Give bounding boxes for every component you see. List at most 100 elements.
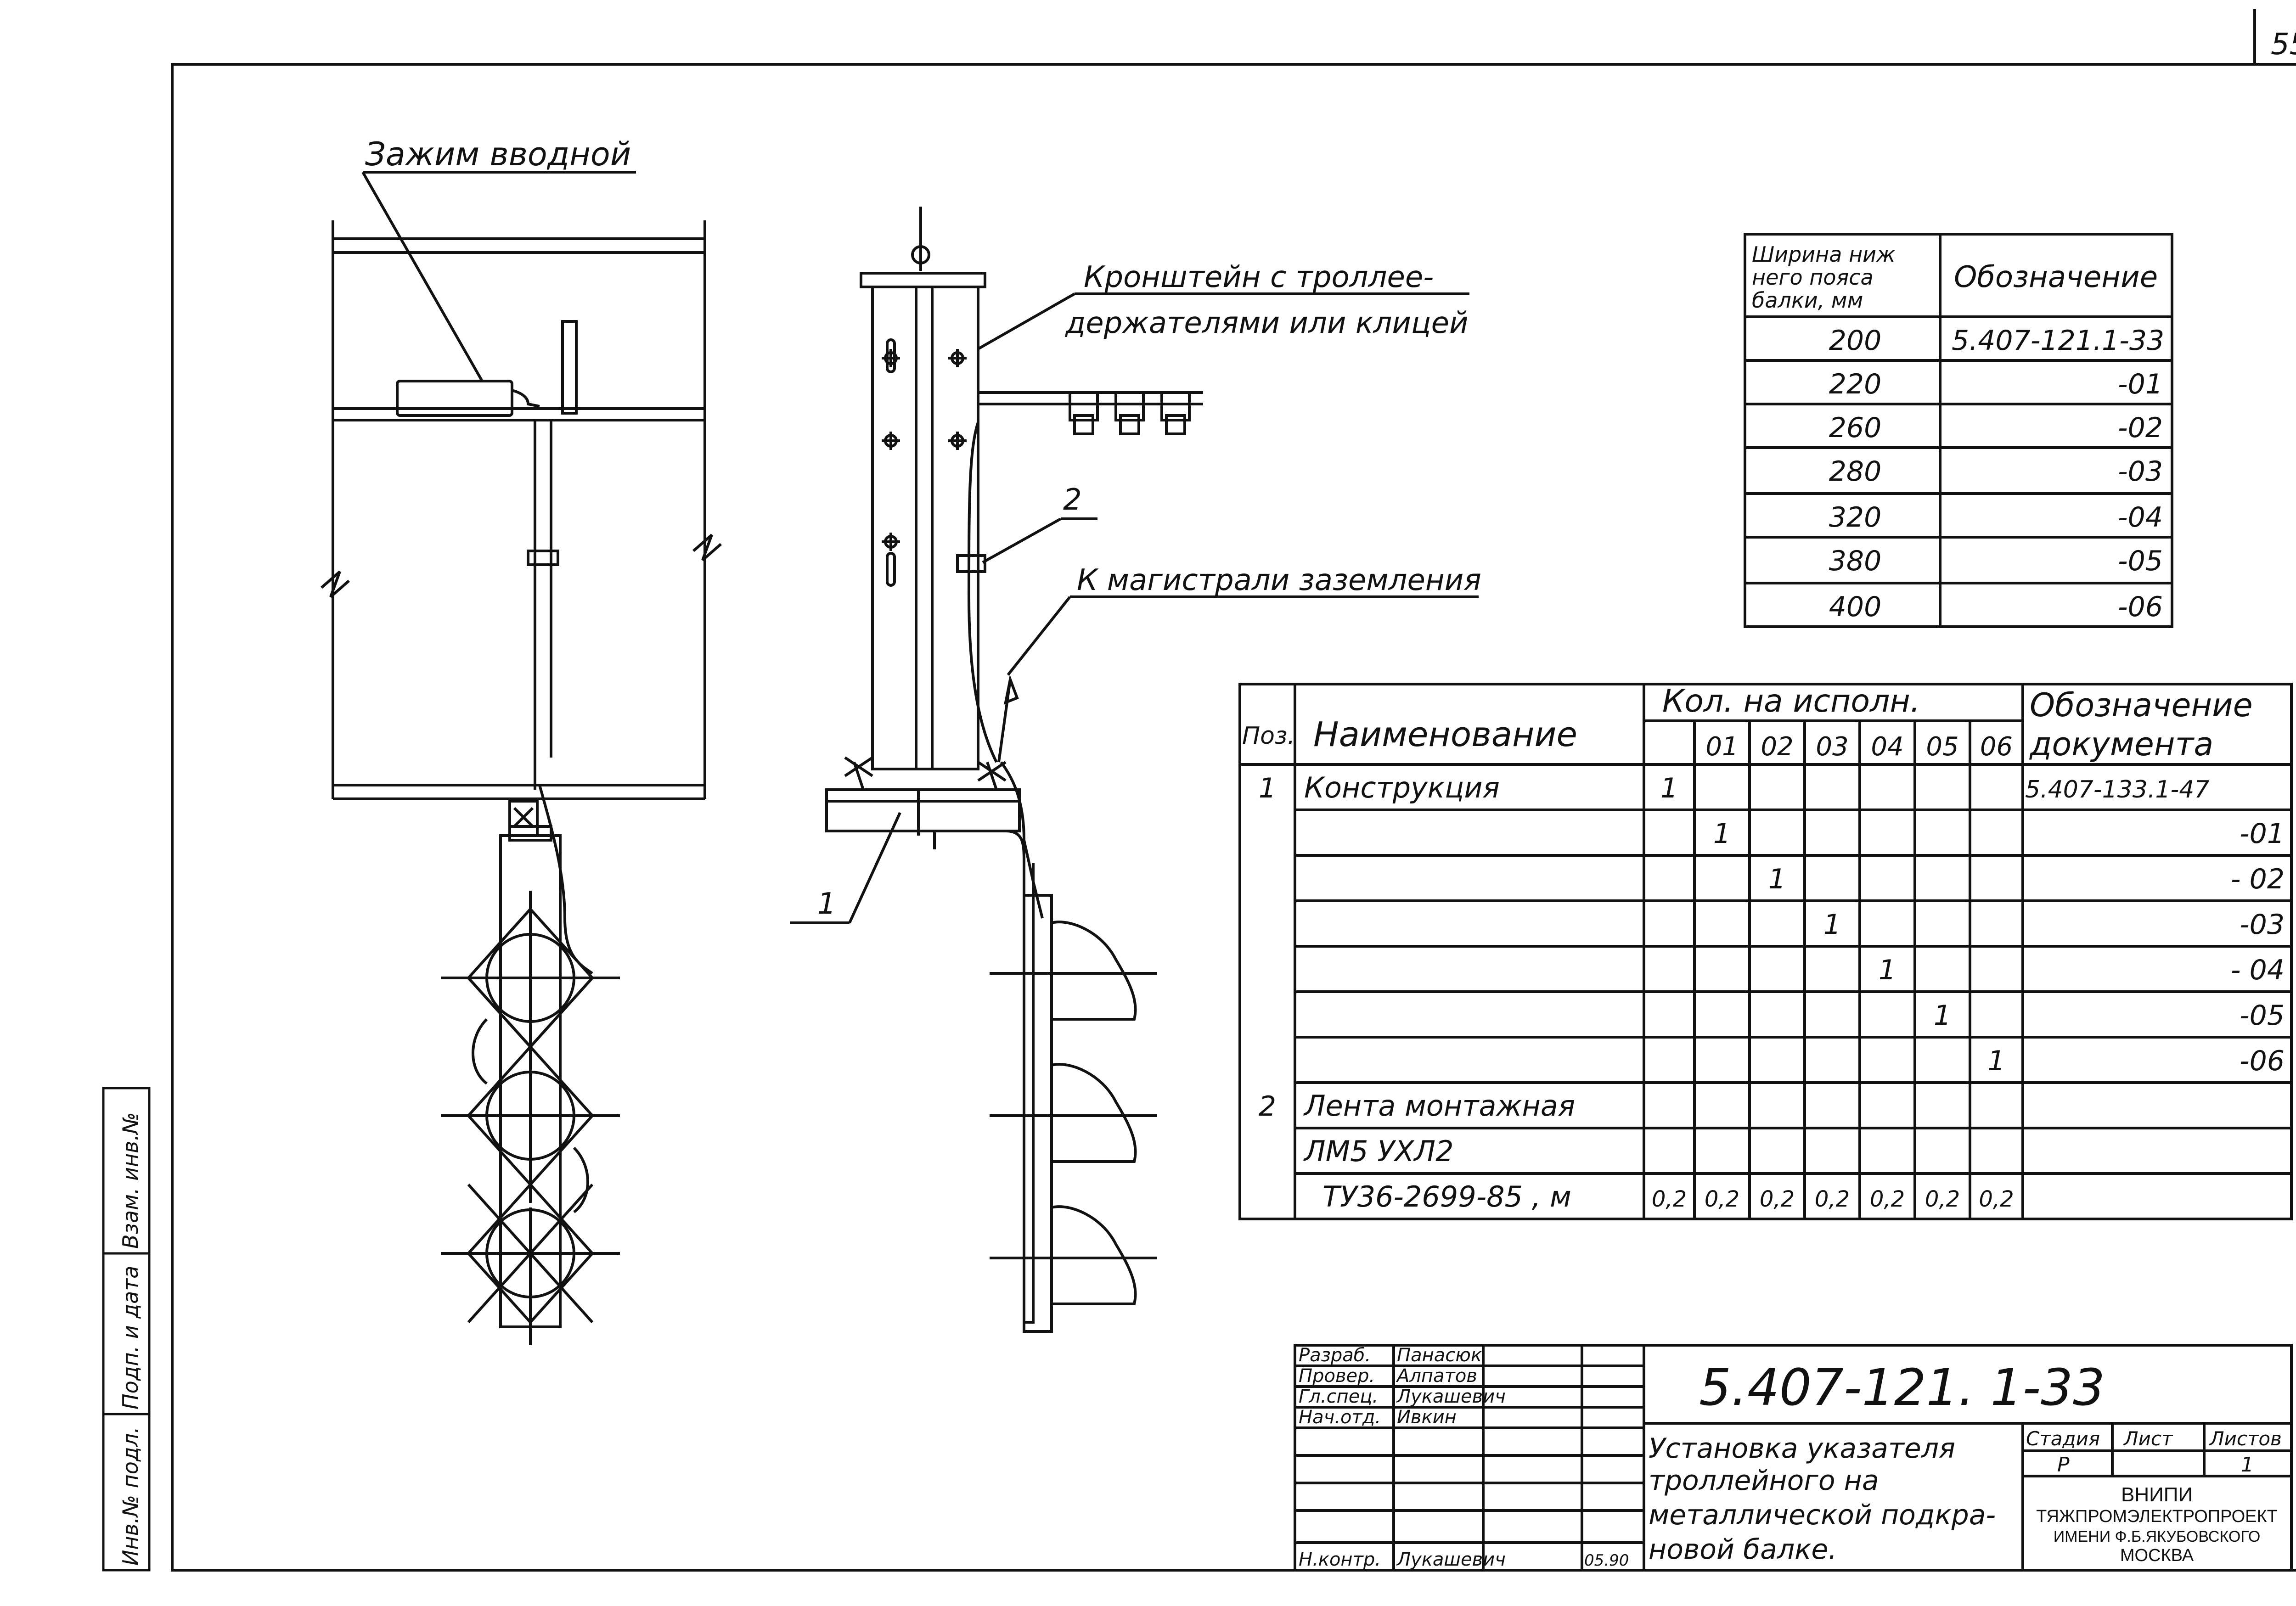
- sheet-label: Лист: [2123, 1427, 2173, 1450]
- org-line-1: ВНИПИ: [2121, 1483, 2193, 1506]
- spec-header-doc-2: документа: [2029, 725, 2213, 763]
- width-value: 320: [1829, 501, 1882, 533]
- spec-header-qty: Кол. на исполн.: [1662, 683, 1920, 719]
- label-bracket-2: держателями или клицей: [1065, 306, 1469, 340]
- title-line-3: металлической подкра-: [1649, 1499, 1996, 1531]
- side-view: [790, 207, 1479, 1333]
- title-line-2: троллейного на: [1649, 1465, 1879, 1497]
- spec-pos: 2: [1259, 1090, 1276, 1123]
- indicator-lamps: [441, 891, 620, 1345]
- width-table: [1744, 233, 2173, 628]
- title-line-4: новой балке.: [1649, 1533, 1837, 1566]
- lamp-hood-2: [1050, 1063, 1137, 1163]
- spec-qty: 1: [1823, 909, 1841, 941]
- signature-name: Алпатов: [1396, 1365, 1477, 1387]
- signature-role: Разраб.: [1299, 1345, 1371, 1366]
- side-stamp-sign: Подп. и дата: [118, 1266, 143, 1409]
- designation: 5.407-121. 1-33: [1699, 1358, 2105, 1417]
- spec-doc: - 04: [2231, 954, 2285, 986]
- signature-name: Лукашевич: [1396, 1386, 1506, 1407]
- variant-header: 05: [1926, 732, 1958, 762]
- spec-doc: -05: [2240, 1000, 2285, 1032]
- width-code: -06: [2118, 591, 2163, 623]
- spec-doc: - 02: [2231, 863, 2285, 895]
- spec-header-pos: Поз.: [1242, 722, 1295, 750]
- label-clamp: Зажим вводной: [365, 135, 631, 173]
- spec-qty: 1: [1713, 818, 1731, 850]
- stage-value: Р: [2057, 1453, 2070, 1477]
- signature-role: Н.контр.: [1299, 1549, 1381, 1570]
- width-header-2: него пояса: [1752, 265, 1874, 290]
- width-header-3: балки, мм: [1752, 288, 1863, 313]
- spec-table: [1238, 683, 2293, 1220]
- front-view: [321, 171, 722, 1345]
- spec-pos: 1: [1259, 772, 1276, 804]
- sheets-value: 1: [2241, 1453, 2254, 1477]
- width-header-code: Обозначение: [1954, 260, 2158, 294]
- title-line-1: Установка указателя: [1649, 1432, 1955, 1465]
- spec-name: ЛМ5 УХЛ2: [1303, 1134, 1454, 1168]
- spec-doc: -01: [2240, 818, 2285, 850]
- label-bracket-1: Кронштейн с троллее-: [1084, 260, 1434, 294]
- spec-name: ТУ36-2699-85 , м: [1322, 1180, 1571, 1213]
- width-value: 380: [1829, 545, 1882, 577]
- width-code: -05: [2118, 545, 2163, 577]
- lamp-hood-3: [1050, 1205, 1137, 1305]
- variant-header: 02: [1761, 732, 1793, 762]
- column: [871, 286, 979, 770]
- variant-header: 04: [1871, 732, 1903, 762]
- width-value: 260: [1829, 412, 1882, 444]
- spec-qty: 1: [1987, 1045, 2005, 1077]
- signature-name: Лукашевич: [1396, 1549, 1506, 1570]
- page-number-box: [2253, 9, 2296, 66]
- spec-header-name: Наименование: [1313, 715, 1577, 754]
- side-stamp-replace: Взам. инв.№: [118, 1112, 143, 1249]
- spec-doc: 5.407-133.1-47: [2025, 776, 2209, 803]
- page-number: 55: [2271, 28, 2296, 62]
- callout-2: 2: [1063, 483, 1082, 517]
- spec-qty: 0,2: [1925, 1186, 1960, 1212]
- side-stamp-inv: Инв.№ подл.: [118, 1426, 143, 1566]
- variant-header: 06: [1980, 732, 2013, 762]
- label-grounding: К магистрали заземления: [1077, 563, 1481, 597]
- stage-label: Стадия: [2026, 1427, 2100, 1450]
- spec-header-doc-1: Обозначение: [2030, 686, 2253, 724]
- width-code: -02: [2118, 412, 2163, 444]
- variant-header: 01: [1705, 732, 1738, 762]
- org-line-3: ИМЕНИ Ф.Б.ЯКУБОВСКОГО: [2054, 1528, 2261, 1545]
- width-value: 220: [1829, 368, 1882, 400]
- variant-header: 03: [1816, 732, 1848, 762]
- spec-qty: 0,2: [1870, 1186, 1905, 1212]
- sheets-label: Листов: [2209, 1427, 2282, 1450]
- spec-qty: 0,2: [1652, 1186, 1687, 1212]
- spec-qty: 1: [1879, 954, 1896, 986]
- spec-name: Лента монтажная: [1303, 1089, 1575, 1123]
- spec-doc: -06: [2240, 1045, 2285, 1077]
- signature-name: Панасюк: [1397, 1345, 1482, 1366]
- side-stamp: [102, 1087, 151, 1572]
- spec-qty: 1: [1660, 772, 1678, 804]
- spec-qty: 1: [1934, 1000, 1951, 1032]
- signature-role: Провер.: [1299, 1365, 1375, 1387]
- lamp-hood-1: [1050, 921, 1137, 1021]
- width-code: -03: [2118, 455, 2163, 488]
- spec-qty: 0,2: [1815, 1186, 1850, 1212]
- spec-qty: 0,2: [1705, 1186, 1739, 1212]
- width-code: -01: [2118, 368, 2163, 400]
- width-code: 5.407-121.1-33: [1952, 325, 2164, 357]
- signature-name: Ивкин: [1397, 1407, 1457, 1428]
- width-value: 280: [1829, 455, 1882, 488]
- callout-1: 1: [817, 887, 836, 921]
- spec-qty: 0,2: [1979, 1186, 2014, 1212]
- input-clamp: [396, 380, 513, 417]
- spec-qty: 1: [1768, 863, 1786, 895]
- drawing-frame: [171, 63, 2296, 1572]
- title-block: [1294, 1344, 2293, 1572]
- spec-name: Конструкция: [1304, 771, 1500, 804]
- width-code: -04: [2118, 501, 2163, 533]
- org-line-2: ТЯЖПРОМЭЛЕКТРОПРОЕКТ: [2036, 1507, 2278, 1526]
- signature-role: Нач.отд.: [1299, 1407, 1381, 1428]
- spec-qty: 0,2: [1760, 1186, 1795, 1212]
- width-value: 400: [1829, 591, 1882, 623]
- org-line-4: МОСКВА: [2120, 1546, 2194, 1565]
